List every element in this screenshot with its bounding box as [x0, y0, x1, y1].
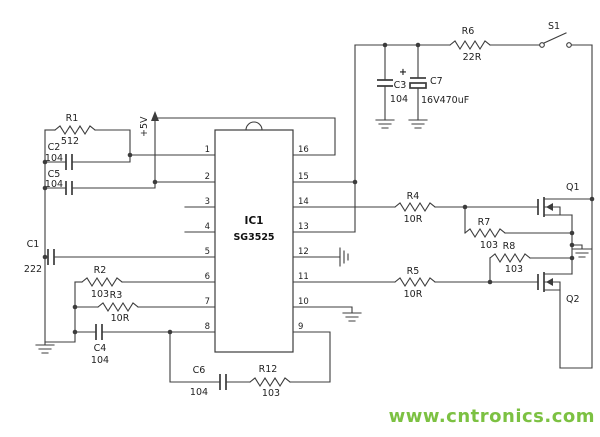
r5-ref: R5: [407, 266, 420, 277]
c6-ref: C6: [193, 365, 206, 376]
resistor-r8: R8 103: [489, 241, 531, 275]
r6-value: 22R: [463, 52, 482, 63]
ic1-pin-16: 16: [298, 145, 309, 155]
r8-value: 103: [505, 264, 523, 275]
c7-value: 16V470uF: [421, 95, 469, 106]
watermark-text: www.cntronics.com: [389, 406, 595, 427]
resistor-r7: R7 103: [464, 217, 506, 251]
r12-value: 103: [262, 388, 280, 399]
q2-ref: Q2: [566, 294, 580, 305]
c3-ref: C3: [394, 80, 407, 91]
ic1-part: SG3525: [233, 232, 274, 243]
mosfet-q1: Q1: [537, 182, 593, 217]
ic1-pin-8: 8: [205, 322, 210, 332]
r6-ref: R6: [462, 26, 475, 37]
resistor-r4: R4 10R: [394, 191, 436, 225]
c1-ref: C1: [27, 239, 40, 250]
r2-ref: R2: [94, 265, 107, 276]
ic1-pin-1: 1: [205, 145, 210, 155]
ground-symbol-pin12: [339, 247, 349, 267]
c7-ref: C7: [430, 76, 443, 87]
ic1-pin-7: 7: [205, 297, 210, 307]
ic1-pin-5: 5: [205, 247, 210, 257]
capacitor-c6: C6 104: [190, 365, 227, 398]
c2-ref: C2: [48, 142, 61, 153]
c4-ref: C4: [94, 343, 107, 354]
ground-symbol-c3: [375, 119, 395, 129]
ic1-notch-icon: [245, 121, 263, 131]
ic1-pin-15: 15: [298, 172, 309, 182]
ic1-pin-10: 10: [298, 297, 309, 307]
power-arrow-icon: [151, 111, 159, 121]
c6-value: 104: [190, 387, 208, 398]
r7-ref: R7: [478, 217, 491, 228]
r2-value: 103: [91, 289, 109, 300]
r12-ref: R12: [259, 364, 278, 375]
ground-symbol-bottom-left: [35, 341, 55, 354]
c5-ref: C5: [48, 169, 61, 180]
ground-symbol-mosfet-node: [572, 248, 592, 258]
switch-s1: S1: [539, 21, 572, 48]
ic1-pin-14: 14: [298, 197, 309, 207]
r3-value: 10R: [111, 313, 130, 324]
capacitor-c5: C5 104: [45, 169, 73, 195]
resistor-r3: R3 10R: [97, 290, 139, 324]
s1-ref: S1: [548, 21, 560, 32]
capacitor-c3: C3 104: [377, 79, 408, 105]
q1-ref: Q1: [566, 182, 580, 193]
ic1-ref: IC1: [245, 215, 264, 227]
c7-polarity-icon: +: [399, 67, 407, 78]
ic1-pin-11: 11: [298, 272, 309, 282]
r3-ref: R3: [110, 290, 123, 301]
ic1-pin-4: 4: [205, 222, 210, 232]
power-label: +5V: [139, 116, 150, 137]
r8-ref: R8: [503, 241, 516, 252]
r4-ref: R4: [407, 191, 420, 202]
c4-value: 104: [91, 355, 109, 366]
ground-symbol-c7: [408, 119, 428, 129]
c5-value: 104: [45, 179, 63, 190]
ic1-pin-6: 6: [205, 272, 210, 282]
capacitor-c4: C4 104: [91, 324, 109, 366]
capacitor-c2: C2 104: [45, 142, 73, 170]
capacitor-c1: C1 222: [24, 239, 55, 275]
q2-arrow-icon: [546, 278, 553, 286]
wires: [44, 44, 593, 383]
ic1-pin-2: 2: [205, 172, 210, 182]
resistor-r5: R5 10R: [394, 266, 436, 300]
power-5v-node: +5V: [139, 111, 159, 137]
ic1-pin-9: 9: [298, 322, 303, 332]
c1-value: 222: [24, 264, 42, 275]
r1-value: 512: [61, 136, 79, 147]
ic1-pin-3: 3: [205, 197, 210, 207]
r7-value: 103: [480, 240, 498, 251]
r1-ref: R1: [66, 113, 79, 124]
r4-value: 10R: [404, 214, 423, 225]
c3-value: 104: [390, 94, 408, 105]
resistor-r1: R1 512: [54, 113, 96, 147]
resistor-r6: R6 22R: [449, 26, 491, 63]
q1-arrow-icon: [546, 203, 553, 211]
r5-value: 10R: [404, 289, 423, 300]
resistor-r2: R2 103: [81, 265, 123, 300]
resistor-r12: R12 103: [249, 364, 291, 399]
junction-dots: [42, 42, 595, 335]
mosfet-q2: Q2: [537, 272, 580, 369]
ic1-pin-13: 13: [298, 222, 309, 232]
ic1-pin-12: 12: [298, 247, 309, 257]
c2-value: 104: [45, 153, 63, 164]
capacitor-c7-electrolytic: + C7 16V470uF: [399, 67, 469, 106]
ic1-chip: IC1 SG3525 1 2 3 4 5 6 7 8 16 15 14 13 1…: [205, 121, 309, 353]
ground-symbol-pin10: [342, 312, 362, 322]
